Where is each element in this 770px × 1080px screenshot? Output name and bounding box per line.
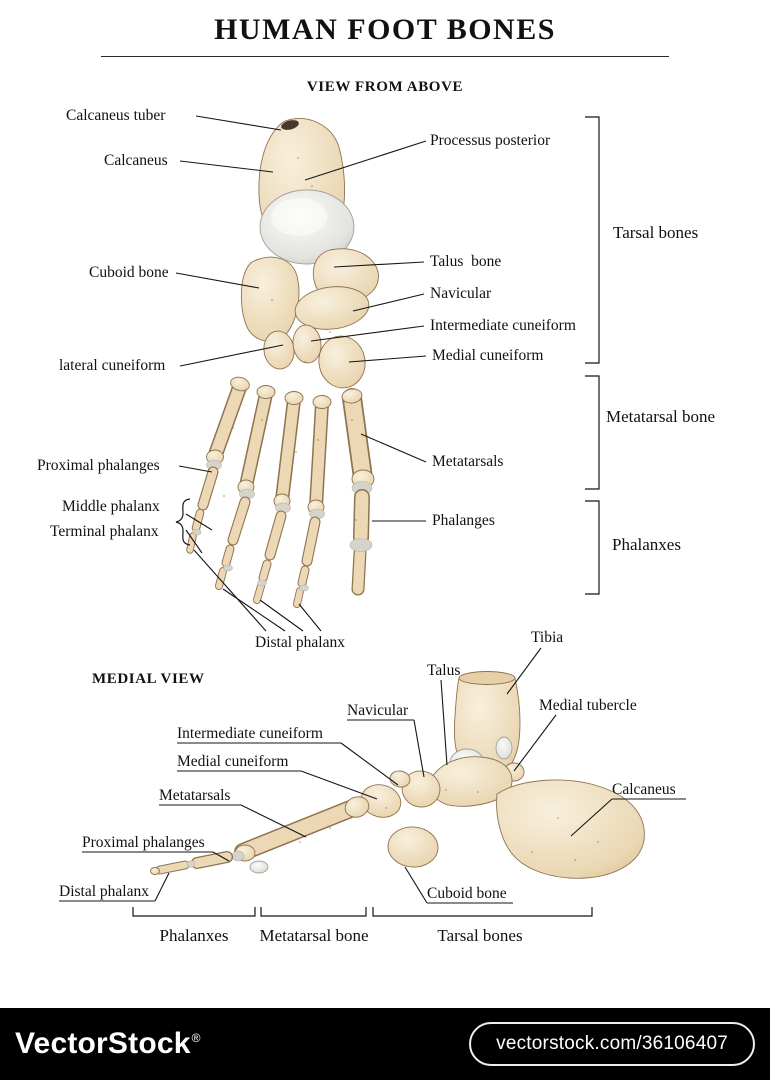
label-medial-cuneiform-medial: Medial cuneiform [177, 753, 289, 770]
leader-lines-medial [59, 647, 686, 904]
top-view-foot [186, 118, 379, 608]
title-rule [101, 56, 669, 57]
group-label-metatarsal-bone: Metatarsal bone [606, 407, 716, 426]
medial-cuneiform-medial-bone [360, 784, 402, 818]
label-calcaneus-top: Calcaneus [104, 152, 168, 169]
label-medial-cuneiform-top: Medial cuneiform [432, 347, 544, 364]
sesamoid-bone [249, 860, 269, 874]
label-distal-phalanx-top: Distal phalanx [255, 634, 345, 651]
label-proximal-phalanges-medial: Proximal phalanges [82, 834, 205, 851]
phalanges-top [186, 466, 370, 608]
bottom-group-label-metatarsal-bone: Metatarsal bone [259, 926, 369, 945]
label-cuboid-bone-top: Cuboid bone [89, 264, 169, 281]
label-lateral-cuneiform: lateral cuneiform [59, 357, 166, 374]
mtp-joints [206, 459, 373, 520]
top-view-heading: VIEW FROM ABOVE [306, 79, 464, 95]
navicular-top-bone [294, 286, 370, 330]
label-navicular-top: Navicular [430, 285, 492, 302]
vectorstock-logo: VectorStock® [15, 1027, 201, 1060]
label-intermediate-cuneiform-medial: Intermediate cuneiform [177, 725, 323, 742]
bottom-group-label-tarsal-bones: Tarsal bones [437, 926, 523, 945]
label-calcaneus-medial: Calcaneus [612, 781, 676, 798]
label-talus-medial: Talus [427, 662, 461, 679]
image-reference-pill: vectorstock.com/36106407 [469, 1022, 755, 1066]
label-talus-bone: Talus bone [430, 253, 502, 270]
label-terminal-phalanx: Terminal phalanx [50, 523, 159, 540]
label-phalanges-top: Phalanges [432, 512, 495, 529]
phalanges-medial [155, 851, 233, 875]
metatarsal-medial [234, 797, 367, 861]
registered-mark: ® [191, 1031, 201, 1045]
bottom-group-label-phalanxes: Phalanxes [159, 926, 229, 945]
label-medial-tubercle: Medial tubercle [539, 697, 637, 714]
label-metatarsals-top: Metatarsals [432, 453, 504, 470]
watermark-bar: VectorStock® vectorstock.com/36106407 [0, 1008, 770, 1080]
calcaneus-tuber-mark [281, 120, 299, 130]
cuboid-medial-bone [387, 826, 439, 868]
label-tibia: Tibia [531, 629, 564, 646]
label-intermediate-cuneiform-top: Intermediate cuneiform [430, 317, 576, 334]
label-processus-posterior: Processus posterior [430, 132, 551, 149]
label-cuboid-bone-medial: Cuboid bone [427, 885, 507, 902]
label-middle-phalanx: Middle phalanx [62, 498, 160, 515]
label-distal-phalanx-medial: Distal phalanx [59, 883, 149, 900]
group-label-phalanxes: Phalanxes [612, 535, 681, 554]
label-metatarsals-medial: Metatarsals [159, 787, 231, 804]
leader-lines-top [175, 115, 427, 632]
metatarsals-top [207, 378, 373, 513]
label-proximal-phalanges-top: Proximal phalanges [37, 457, 160, 474]
label-calcaneus-tuber: Calcaneus tuber [66, 107, 166, 124]
calcaneus-medial-bone [496, 779, 645, 879]
group-label-tarsal-bones: Tarsal bones [613, 223, 699, 242]
cuboid-top-bone [240, 256, 300, 342]
toe-joints [192, 528, 373, 592]
medial-view-heading: MEDIAL VIEW [92, 671, 205, 687]
intermediate-cuneiform-top-bone [292, 324, 322, 364]
medial-cuneiform-top-bone [318, 335, 366, 389]
bone-speckles [223, 157, 599, 861]
group-brackets-bottom [132, 907, 593, 917]
page-title: HUMAN FOOT BONES [214, 13, 556, 46]
label-navicular-medial: Navicular [347, 702, 409, 719]
tibia-cut-surface [458, 671, 516, 685]
phalanx-group-brace [175, 498, 191, 546]
group-brackets-right [585, 116, 600, 595]
